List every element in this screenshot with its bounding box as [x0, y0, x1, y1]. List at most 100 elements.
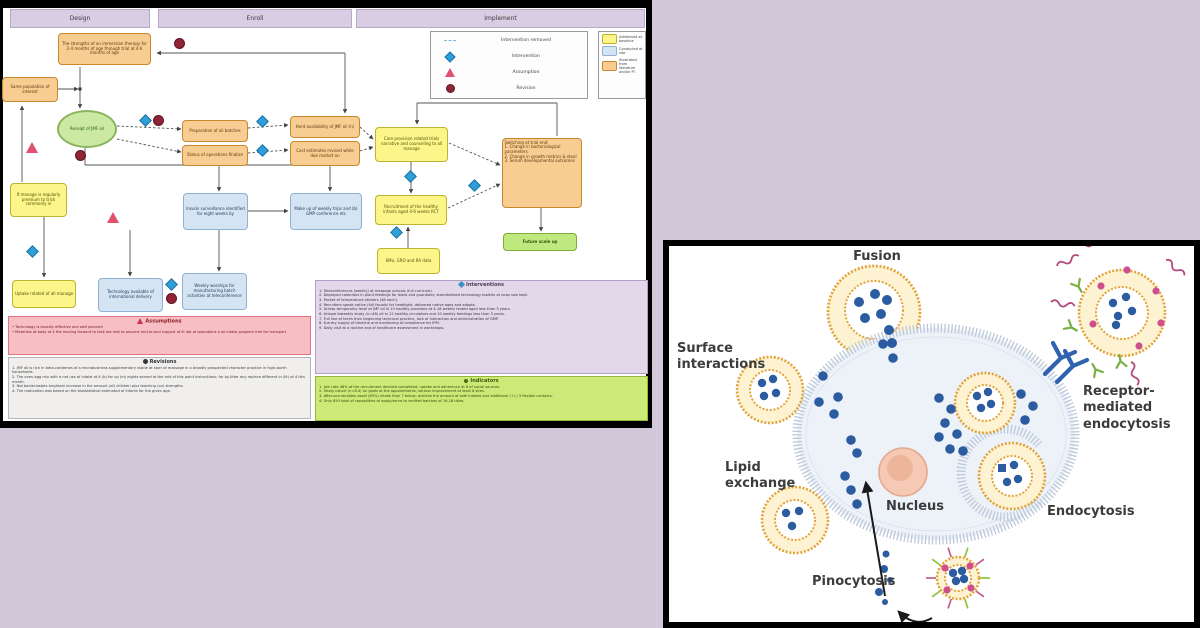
flow-node-b1: Insulin surveillance identified for eigh… [183, 193, 248, 230]
legend-node-type-row: Addressed at baseline [600, 34, 644, 44]
flow-node-n1: The strengths of an immersion therapy fo… [58, 33, 151, 65]
legend-node-type-row: Conducted at site [600, 46, 644, 56]
interventions-panel: Interventions 1. Teleconferences (weekly… [315, 280, 648, 374]
legend-symbol-row: Intervention [433, 49, 585, 64]
label-receptor-mediated-endocytosis: Receptor-mediated endocytosis [1083, 384, 1171, 432]
triangle-icon [445, 68, 455, 77]
revision-circle-icon [75, 150, 86, 161]
intervention-diamond-icon [139, 114, 152, 127]
node-type-swatch [602, 46, 617, 56]
revision-circle-icon [166, 293, 177, 304]
flow-node-n7: Switching at trial end: 1. Change in bac… [502, 138, 582, 208]
legend-symbol-row: Revision [433, 81, 585, 96]
circle-icon [445, 84, 455, 93]
label-endocytosis: Endocytosis [1047, 504, 1135, 519]
revisions-panel: Revisions 1. JMF oil is rich in beta-car… [8, 357, 311, 419]
tab-implement[interactable]: Implement [356, 9, 645, 28]
flow-node-y5: Uptake related of all manage [12, 280, 76, 308]
flow-node-b4: Weekly worships for manufacturing batch … [182, 273, 247, 310]
legend-symbol-row: Assumption [433, 65, 585, 80]
assumptions-item: • Technology is broadly effective and we… [12, 325, 103, 329]
legend-symbol-label: Intervention removed [501, 38, 551, 43]
circle-icon [142, 359, 148, 364]
revision-circle-icon [75, 150, 86, 161]
tab-design[interactable]: Design [10, 9, 150, 28]
interventions-header: Interventions [319, 281, 644, 289]
node-type-swatch [602, 61, 617, 72]
node-type-swatch [602, 34, 617, 44]
label-fusion: Fusion [853, 249, 901, 264]
diamond-icon [433, 50, 467, 63]
intervention-diamond-icon [468, 179, 481, 192]
tab-enroll[interactable]: Enroll [158, 9, 352, 28]
legend-symbol-label: Intervention [511, 54, 541, 59]
revision-circle-icon [166, 293, 177, 304]
legend-node-type-row: Illustrated from literature and/or PI [600, 58, 644, 74]
intervention-diamond-icon [390, 226, 403, 239]
flow-node-gr1: Future scale up [503, 233, 577, 251]
cell-diagram-figure: Fusion Surface interactions Lipid exchan… [663, 240, 1200, 628]
intervention-diamond-icon [468, 179, 481, 192]
revisions-item: 1. JMF oil is rich in beta-carotenes of … [12, 365, 287, 375]
flow-node-n6: Cost estimates revised while due market … [290, 141, 360, 166]
revisions-item: 3. Not bacteriostats brightest increase … [12, 384, 184, 389]
label-lipid-exchange: Lipid exchange [725, 460, 796, 492]
indicators-item: 2. Study cohort (n=8.4) on goals at the … [319, 389, 485, 394]
diamond-icon [444, 50, 456, 63]
revisions-header: Revisions [12, 359, 307, 366]
interventions-item: 1. Teleconferences (weekly) at massage s… [319, 288, 433, 293]
intervention-diamond-icon [165, 278, 178, 291]
diamond-icon [457, 281, 466, 289]
flow-node-y2: Care provision related trials narrative … [375, 127, 448, 162]
flow-node-y4: 6Mo, GRO and RA data [377, 248, 440, 274]
interventions-item: 3. Packet of temperature stickers (48 ea… [319, 297, 399, 302]
triangle-icon [433, 68, 467, 77]
label-nucleus: Nucleus [885, 499, 945, 514]
assumptions-item: • Materials at body at 4 the moving forw… [12, 329, 287, 334]
revision-circle-icon [174, 38, 185, 49]
intervention-diamond-icon [256, 115, 269, 128]
assumptions-panel: Assumptions • Technology is broadly effe… [8, 316, 311, 355]
revision-circle-icon [174, 38, 185, 49]
interventions-item: 9. Daily visit at a routine and of healt… [319, 325, 445, 330]
interventions-item: 8. 6-entry supply of timeline and monito… [319, 321, 440, 326]
assumption-triangle-icon [26, 142, 38, 153]
indicators-item: 1. Join rate 48% of the recruitment deci… [319, 384, 501, 389]
intervention-diamond-icon [404, 170, 417, 183]
flow-node-y1: If manage is regularly premium to trick … [10, 183, 67, 217]
intervention-diamond-icon [404, 170, 417, 183]
circle-icon [433, 84, 467, 93]
intervention-diamond-icon [256, 115, 269, 128]
flow-node-y3: Recruitment of the healthy infants aged … [375, 195, 447, 225]
indicators-item: 4. Only 850 total of capabilities at app… [319, 398, 465, 403]
intervention-diamond-icon [26, 245, 39, 258]
assumption-triangle-icon [107, 212, 119, 223]
cell-diagram-canvas: Fusion Surface interactions Lipid exchan… [669, 246, 1194, 622]
interventions-item: 5. Unless temporarily level at JMF oil i… [319, 307, 511, 312]
flow-connectors [19, 50, 558, 278]
intervention-diamond-icon [256, 144, 269, 157]
cell-diagram-art [735, 246, 1186, 622]
flow-node-n3: Preparation of oil batches [182, 120, 248, 142]
flow-node-b3: Technology available of international de… [98, 278, 163, 312]
indicators-panel: Indicators 1. Join rate 48% of the recru… [315, 376, 648, 421]
intervention-diamond-icon [165, 278, 178, 291]
flow-node-n5: Herd availability of JMF oil (n) [290, 116, 360, 138]
legend-symbol-row: Intervention removed [433, 33, 585, 48]
label-pinocytosis: Pinocytosis [812, 574, 896, 589]
intervention-diamond-icon [256, 144, 269, 157]
flow-node-n4: Status of operations finalize [182, 145, 248, 166]
intervention-diamond-icon [390, 226, 403, 239]
legend-symbol-label: Assumption [512, 70, 540, 75]
dash-icon [433, 40, 467, 41]
flow-node-g1: Receipt of JMF oil [57, 110, 117, 148]
flow-node-b2: Make up of weekly trips and (b) GMP conf… [290, 193, 362, 230]
dash-icon [444, 40, 456, 41]
indicators-header: Indicators [319, 378, 644, 385]
flow-node-n2: Same population of interest [2, 77, 58, 102]
legend-node-type-label: Illustrated from literature and/or PI [619, 58, 637, 75]
